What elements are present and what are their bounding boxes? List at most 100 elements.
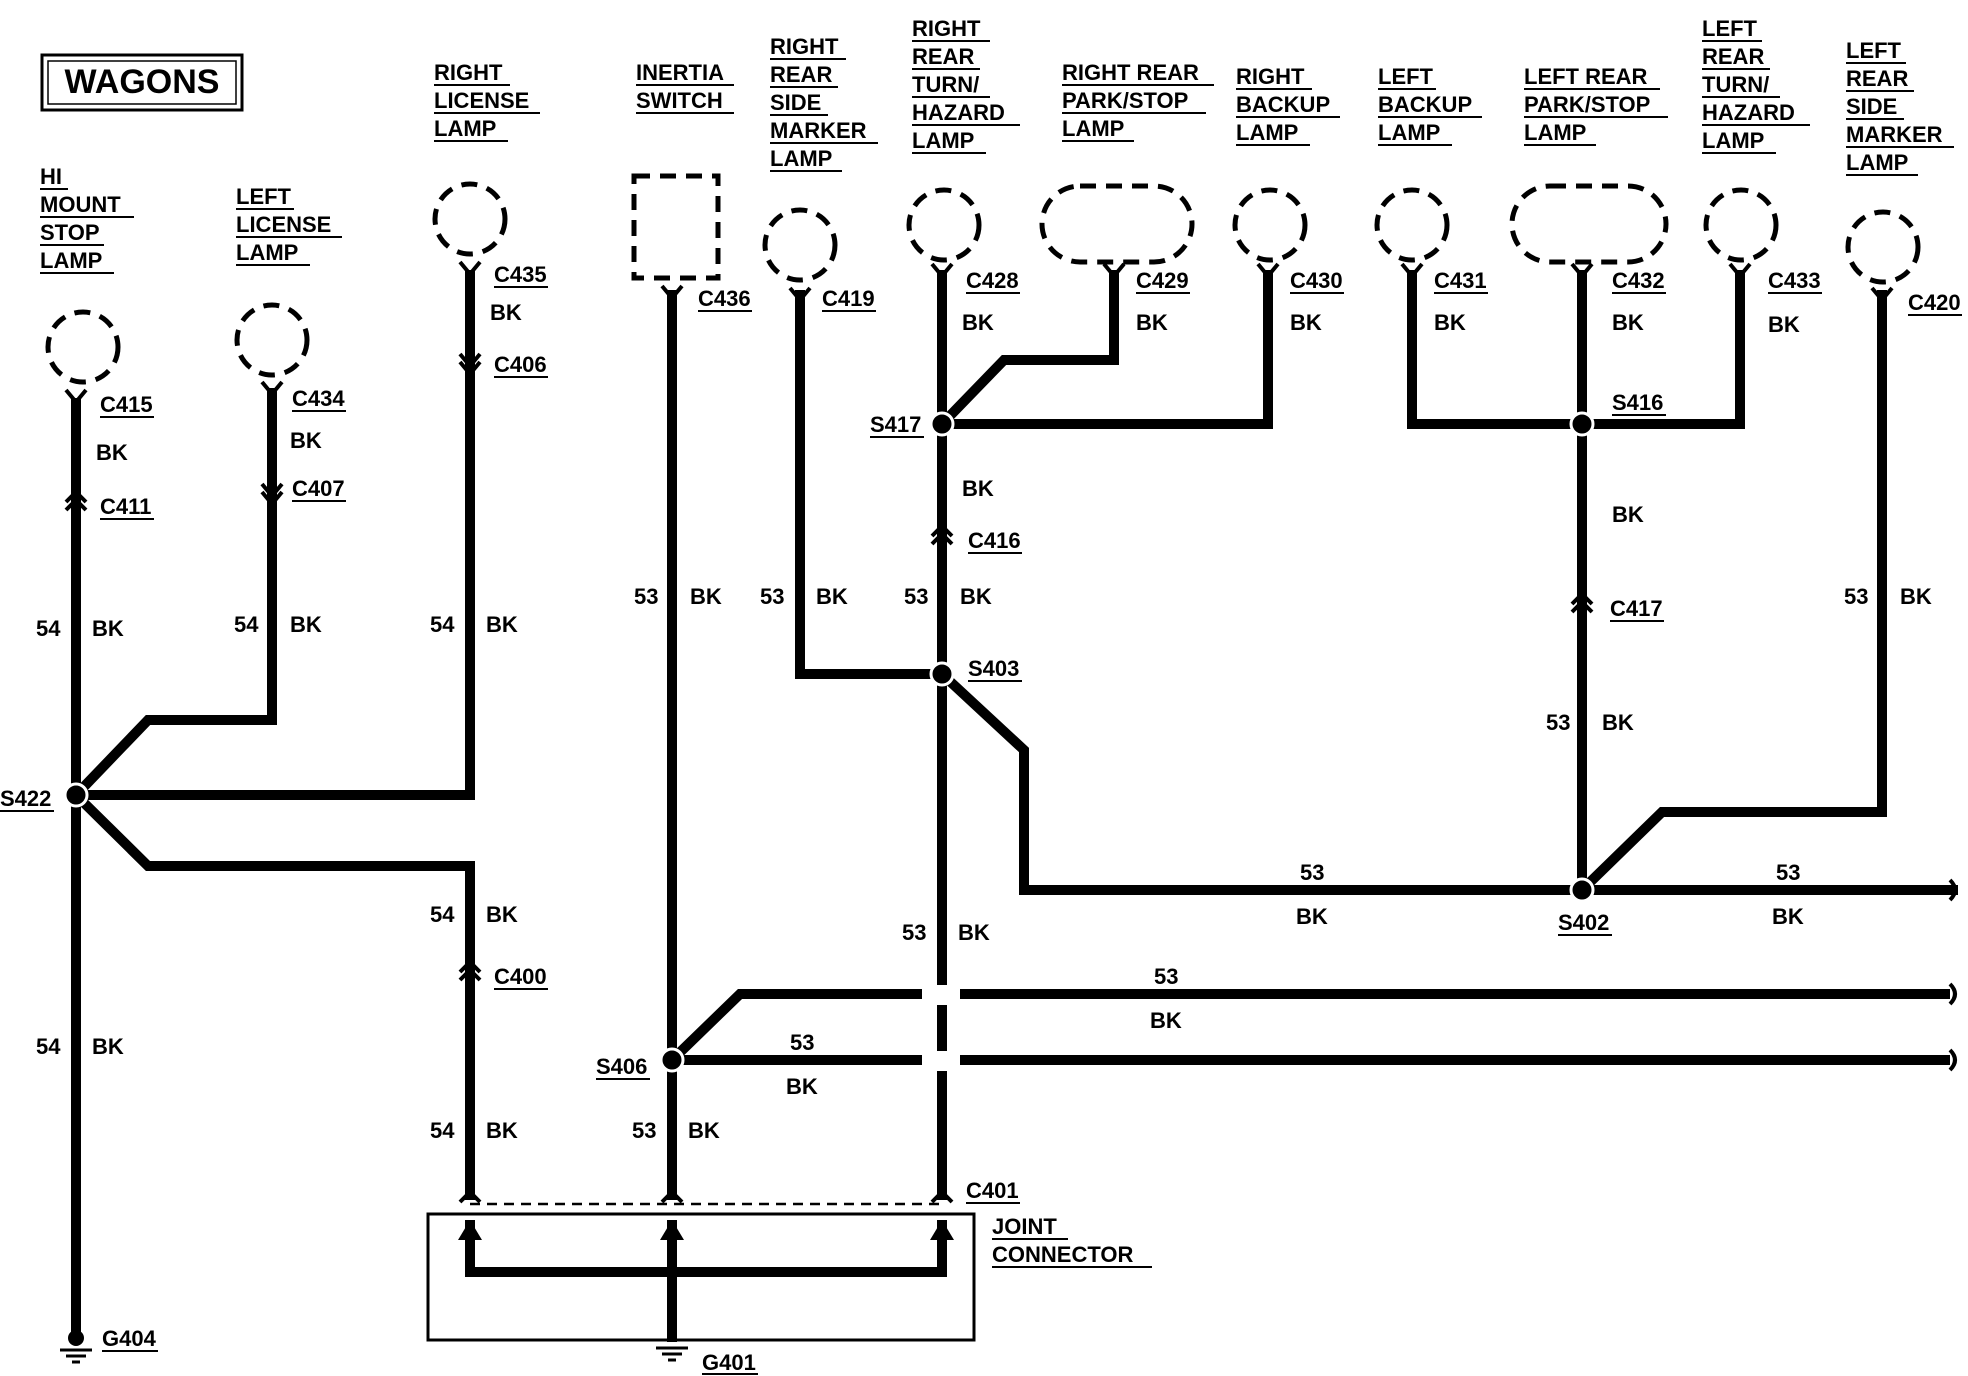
svg-text:C430: C430: [1290, 268, 1343, 293]
svg-text:C428: C428: [966, 268, 1019, 293]
svg-text:TURN/: TURN/: [912, 72, 979, 97]
svg-text:LICENSE: LICENSE: [236, 212, 331, 237]
svg-text:BK: BK: [688, 1118, 720, 1143]
svg-text:HAZARD: HAZARD: [1702, 100, 1795, 125]
svg-text:BK: BK: [92, 1034, 124, 1059]
svg-text:C432: C432: [1612, 268, 1665, 293]
svg-text:54: 54: [234, 612, 259, 637]
label-left-rear-park-stop-lamp: LEFT REAR PARK/STOP LAMP: [1524, 64, 1668, 146]
svg-text:G401: G401: [702, 1350, 756, 1375]
svg-text:BK: BK: [92, 616, 124, 641]
svg-text:C406: C406: [494, 352, 547, 377]
svg-text:BK: BK: [786, 1074, 818, 1099]
svg-text:C429: C429: [1136, 268, 1189, 293]
svg-text:C434: C434: [292, 386, 345, 411]
right-license-lamp: [432, 181, 508, 257]
svg-text:BK: BK: [1296, 904, 1328, 929]
inertia-switch: [631, 173, 721, 281]
svg-text:TURN/: TURN/: [1702, 72, 1769, 97]
label-right-backup-lamp: RIGHT BACKUP LAMP: [1236, 64, 1340, 146]
svg-text:LAMP: LAMP: [1702, 128, 1764, 153]
svg-text:LAMP: LAMP: [1236, 120, 1298, 145]
svg-text:C431: C431: [1434, 268, 1487, 293]
svg-text:MARKER: MARKER: [1846, 122, 1943, 147]
label-hi-mount-stop-lamp: HI MOUNT STOP LAMP: [40, 164, 134, 274]
svg-text:MARKER: MARKER: [770, 118, 867, 143]
label-left-rear-turn-hazard-lamp: LEFT REAR TURN/ HAZARD LAMP: [1702, 16, 1810, 154]
svg-text:S403: S403: [968, 656, 1019, 681]
right-rear-side-marker-lamp: [762, 207, 838, 283]
svg-text:54: 54: [430, 902, 455, 927]
svg-text:C417: C417: [1610, 596, 1663, 621]
svg-text:S422: S422: [0, 786, 51, 811]
svg-text:C419: C419: [822, 286, 875, 311]
svg-text:C416: C416: [968, 528, 1021, 553]
label-right-rear-turn-hazard-lamp: RIGHT REAR TURN/ HAZARD LAMP: [912, 16, 1020, 154]
svg-text:C420: C420: [1908, 290, 1961, 315]
svg-text:C407: C407: [292, 476, 345, 501]
svg-text:BK: BK: [1768, 312, 1800, 337]
svg-text:BK: BK: [958, 920, 990, 945]
svg-text:BK: BK: [962, 476, 994, 501]
right-rear-turn-hazard-lamp: [906, 187, 982, 263]
label-inertia-switch: INERTIA SWITCH: [636, 60, 734, 114]
svg-text:S406: S406: [596, 1054, 647, 1079]
wire-network: [71, 270, 1958, 1342]
svg-text:REAR: REAR: [1846, 66, 1908, 91]
svg-text:LAMP: LAMP: [1378, 120, 1440, 145]
svg-text:53: 53: [632, 1118, 656, 1143]
splice-labels: S422 S417 S416 S403 S402 S406: [0, 390, 1666, 1080]
svg-text:S402: S402: [1558, 910, 1609, 935]
svg-text:RIGHT: RIGHT: [1236, 64, 1305, 89]
ground-labels: G404 G401: [102, 1326, 758, 1375]
title-box: [40, 53, 244, 112]
svg-text:BK: BK: [1602, 710, 1634, 735]
svg-text:S417: S417: [870, 412, 921, 437]
svg-text:C401: C401: [966, 1178, 1019, 1203]
svg-text:53: 53: [634, 584, 658, 609]
left-rear-turn-hazard-lamp: [1703, 187, 1779, 263]
left-rear-park-stop-lamp: [1509, 183, 1669, 265]
svg-text:RIGHT: RIGHT: [434, 60, 503, 85]
svg-text:HAZARD: HAZARD: [912, 100, 1005, 125]
svg-text:REAR: REAR: [1702, 44, 1764, 69]
svg-text:54: 54: [36, 616, 61, 641]
svg-text:53: 53: [1546, 710, 1570, 735]
svg-text:BACKUP: BACKUP: [1378, 92, 1472, 117]
svg-text:BK: BK: [1434, 310, 1466, 335]
svg-text:LEFT: LEFT: [236, 184, 292, 209]
svg-text:C436: C436: [698, 286, 751, 311]
svg-text:BK: BK: [96, 440, 128, 465]
svg-text:LEFT: LEFT: [1378, 64, 1434, 89]
svg-text:LAMP: LAMP: [1524, 120, 1586, 145]
label-right-license-lamp: RIGHT LICENSE LAMP: [434, 60, 540, 142]
svg-text:PARK/STOP: PARK/STOP: [1524, 92, 1650, 117]
svg-text:JOINT: JOINT: [992, 1214, 1057, 1239]
right-rear-park-stop-lamp: [1039, 183, 1195, 265]
svg-text:BK: BK: [1900, 584, 1932, 609]
svg-text:54: 54: [430, 612, 455, 637]
label-right-rear-side-marker-lamp: RIGHT REAR SIDE MARKER LAMP: [770, 34, 878, 172]
svg-text:C400: C400: [494, 964, 547, 989]
connector-symbols: [64, 260, 1894, 1204]
svg-text:LAMP: LAMP: [1062, 116, 1124, 141]
svg-text:BK: BK: [486, 1118, 518, 1143]
svg-text:SWITCH: SWITCH: [636, 88, 723, 113]
svg-text:S416: S416: [1612, 390, 1663, 415]
label-right-rear-park-stop-lamp: RIGHT REAR PARK/STOP LAMP: [1062, 60, 1214, 142]
svg-text:53: 53: [1154, 964, 1178, 989]
svg-text:BK: BK: [486, 902, 518, 927]
svg-text:BK: BK: [962, 310, 994, 335]
svg-text:LEFT: LEFT: [1846, 38, 1902, 63]
svg-text:BK: BK: [690, 584, 722, 609]
svg-text:C415: C415: [100, 392, 153, 417]
svg-text:RIGHT: RIGHT: [770, 34, 839, 59]
svg-text:MOUNT: MOUNT: [40, 192, 121, 217]
svg-text:HI: HI: [40, 164, 62, 189]
svg-text:BK: BK: [1150, 1008, 1182, 1033]
splice-points: [63, 411, 1595, 1073]
joint-connector: [426, 1202, 976, 1342]
svg-text:LAMP: LAMP: [770, 146, 832, 171]
svg-text:G404: G404: [102, 1326, 157, 1351]
